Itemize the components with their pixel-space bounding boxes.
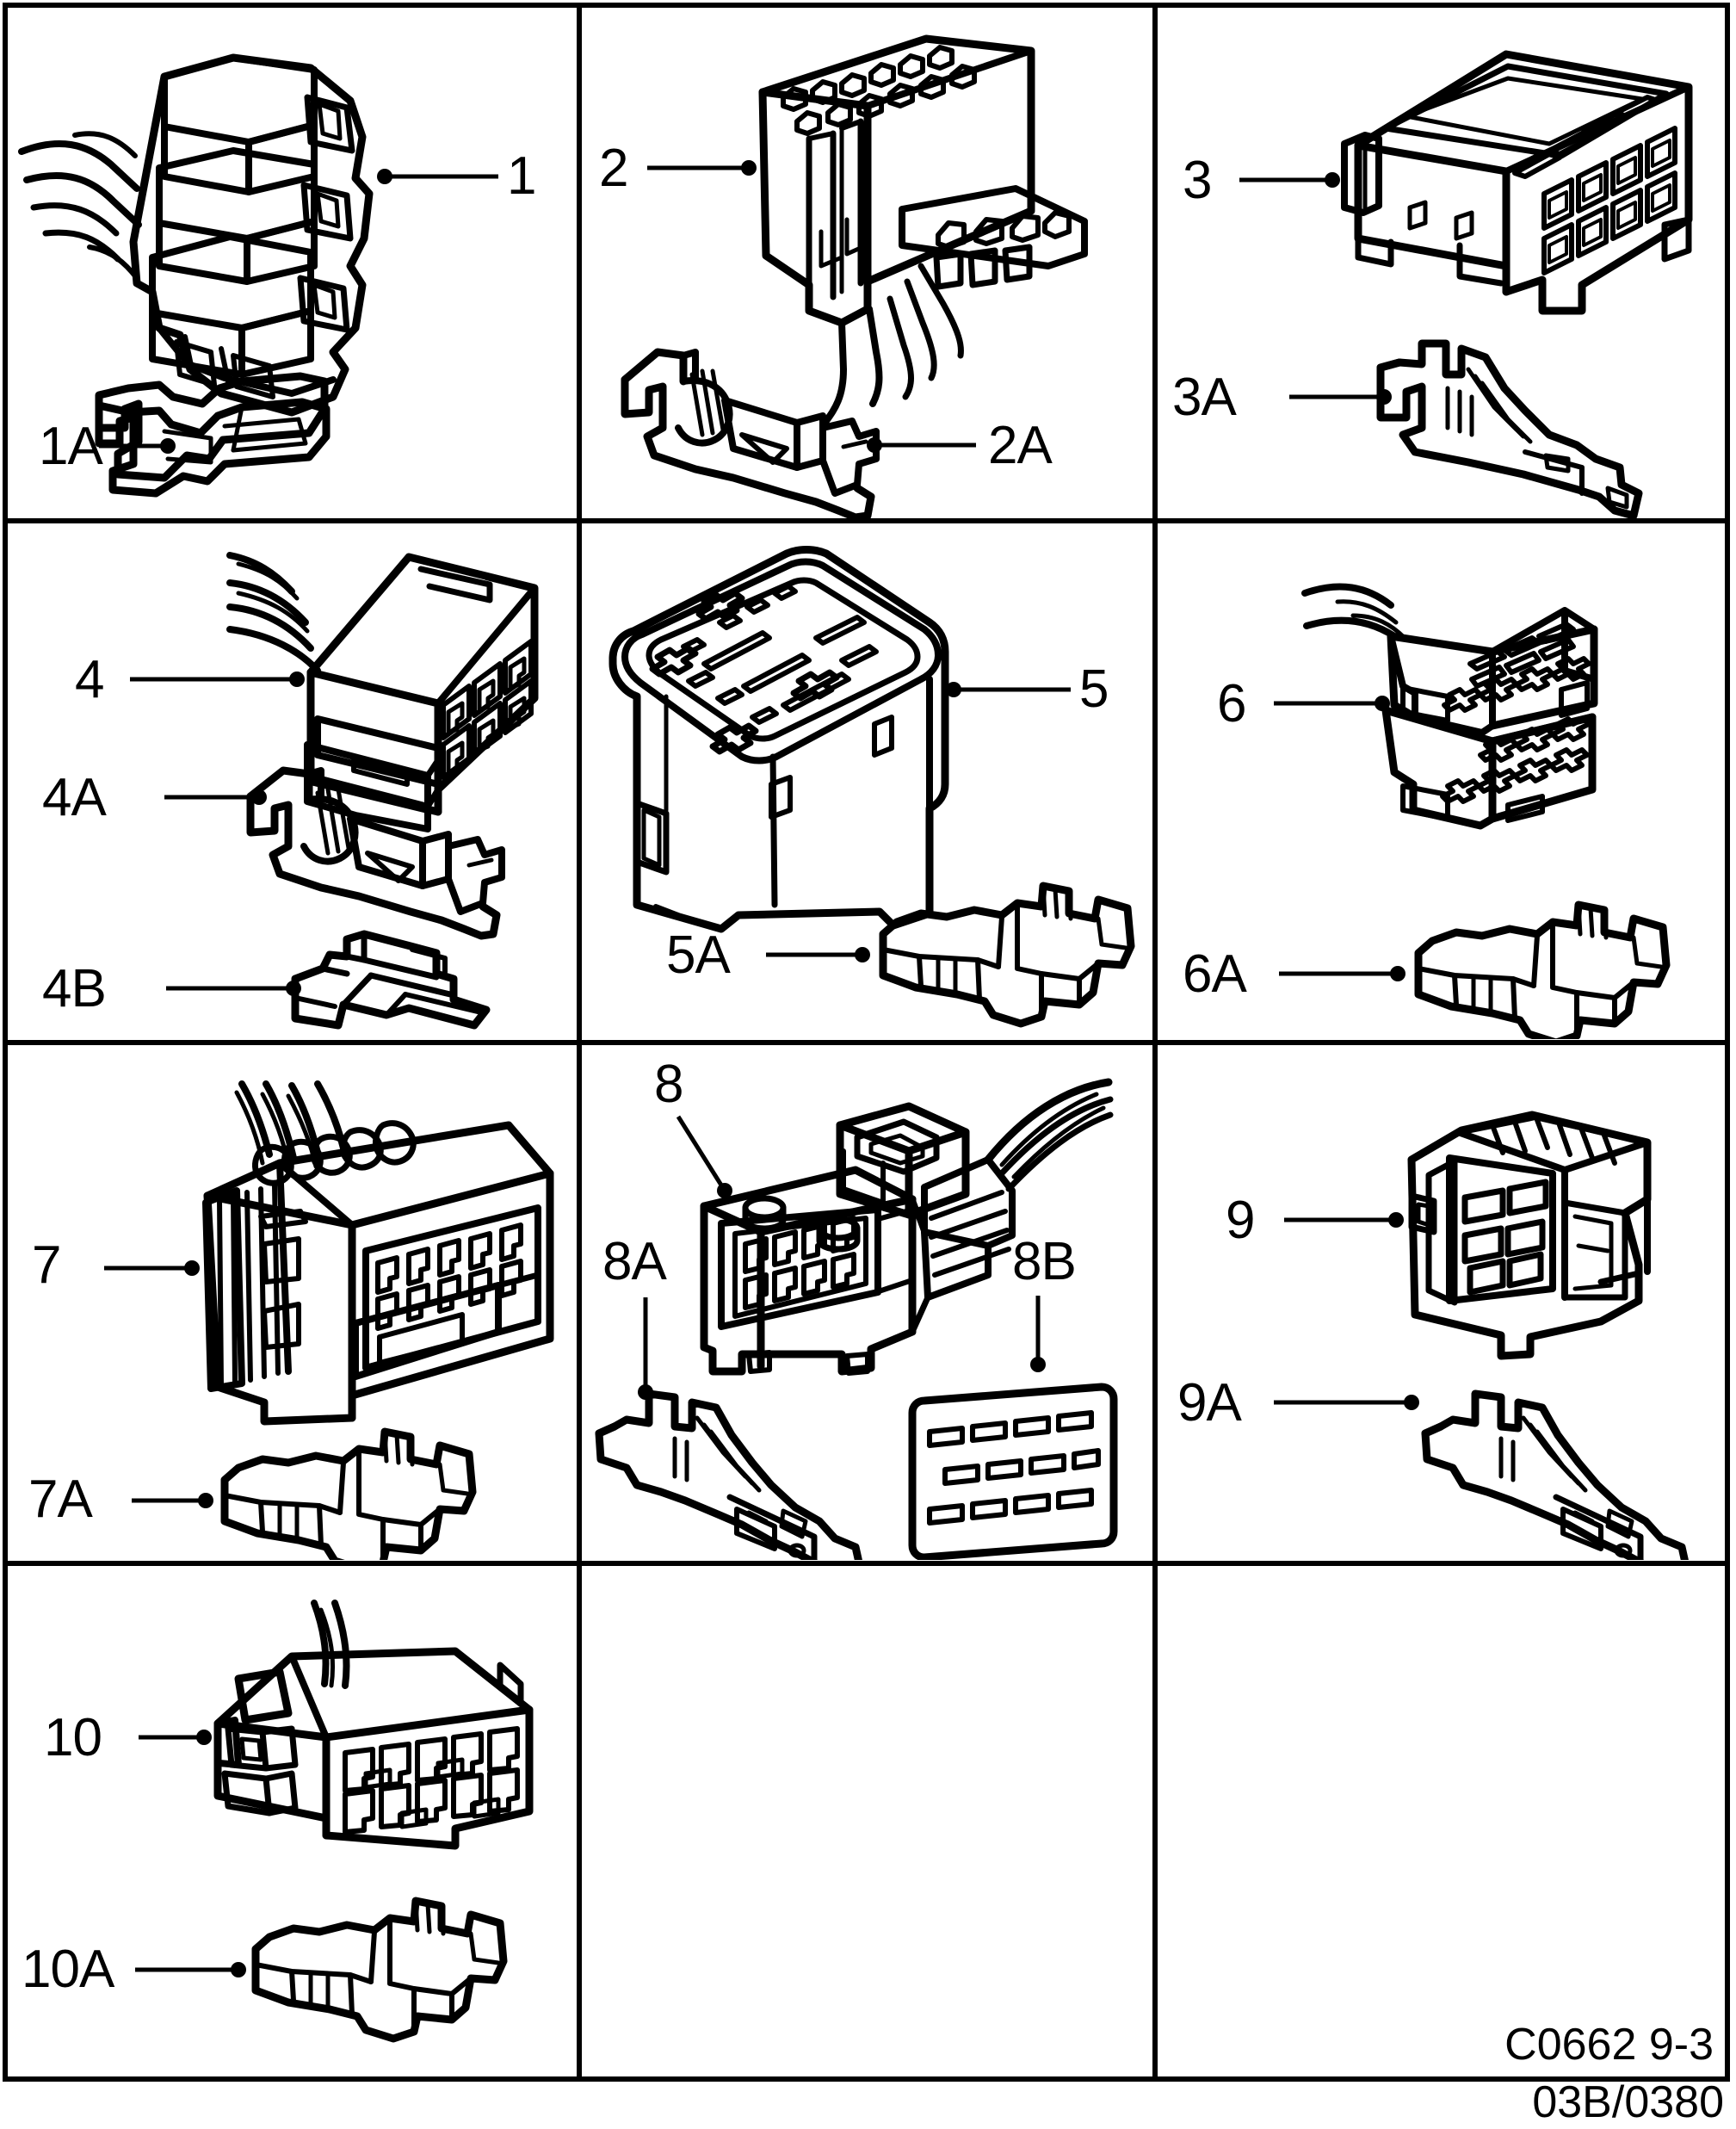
leader-dot-5 <box>946 682 961 697</box>
part-label-8a: 8A <box>602 1232 667 1291</box>
cell-row4-col3 <box>1160 1569 1727 2076</box>
cell-row2-col1: 4 4A 4B <box>8 526 577 1039</box>
grid-divider-horizontal-1 <box>3 518 1730 523</box>
part-label-3a: 3A <box>1172 368 1237 427</box>
leader-dot-4 <box>289 672 305 687</box>
reference-code: C0662 9-3 <box>1504 2020 1714 2070</box>
part-label-3: 3 <box>1183 151 1212 210</box>
part-label-4a: 4A <box>42 768 107 827</box>
leader-dot-6a <box>1390 966 1405 981</box>
cell-row4-col1: 10 10A <box>8 1569 577 2076</box>
leader-dot-1 <box>377 169 392 184</box>
part-label-1a: 1A <box>39 417 103 476</box>
leader-dot-3 <box>1325 172 1340 188</box>
leader-dot-10 <box>196 1730 212 1745</box>
leader-dot-1a <box>160 438 176 454</box>
leader-dot-3a <box>1376 389 1392 405</box>
part-label-6: 6 <box>1217 674 1246 733</box>
part-label-7a: 7A <box>28 1470 93 1529</box>
leader-dot-4a <box>251 789 267 805</box>
cell-row3-col1: 7 7A <box>8 1048 577 1560</box>
cell-row3-col3: 9 9A <box>1160 1048 1727 1560</box>
leader-dot-2 <box>741 160 757 176</box>
leader-line-8 <box>676 1115 727 1192</box>
leader-dot-7a <box>198 1493 213 1508</box>
part-label-4b: 4B <box>42 959 107 1018</box>
cell-row2-col3: 6 6A <box>1160 526 1727 1039</box>
cell-row1-col2: 2 2A <box>584 8 1151 518</box>
part-label-7: 7 <box>32 1235 61 1295</box>
grid-divider-horizontal-2 <box>3 1040 1730 1045</box>
leader-dot-9a <box>1404 1395 1419 1410</box>
leader-dot-10a <box>231 1962 246 1977</box>
leader-dot-8b <box>1030 1357 1046 1372</box>
cell-row3-col2: 8 8A 8B <box>584 1048 1151 1560</box>
part-label-2: 2 <box>599 139 628 198</box>
leader-dot-4b <box>286 981 301 996</box>
leader-dot-8 <box>717 1183 732 1198</box>
plate-code: 03B/0380 <box>1532 2077 1724 2127</box>
grid-divider-horizontal-3 <box>3 1561 1730 1566</box>
part-label-6a: 6A <box>1183 944 1247 1004</box>
leader-dot-2a <box>867 437 882 453</box>
part-label-10: 10 <box>44 1708 102 1767</box>
part-label-9: 9 <box>1226 1191 1255 1250</box>
leader-dot-6 <box>1375 696 1390 711</box>
part-label-2a: 2A <box>988 416 1053 475</box>
leader-dot-8a <box>638 1384 653 1400</box>
part-label-10a: 10A <box>22 1940 114 1999</box>
part-label-8b: 8B <box>1012 1232 1077 1291</box>
cell-row1-col1: 1 1A <box>8 8 577 518</box>
cell-row4-col2 <box>584 1569 1151 2076</box>
part-label-9a: 9A <box>1177 1373 1242 1433</box>
part-label-5: 5 <box>1079 659 1109 719</box>
leader-dot-5a <box>855 947 870 962</box>
cell-row1-col3: 3 3A <box>1160 8 1727 518</box>
leader-dot-9 <box>1388 1212 1404 1228</box>
leader-dot-7 <box>184 1260 200 1276</box>
part-label-1: 1 <box>507 146 536 206</box>
part-label-5a: 5A <box>666 925 731 985</box>
cell-row2-col2: 5 5A <box>584 526 1151 1039</box>
part-label-8: 8 <box>654 1055 683 1114</box>
part-label-4: 4 <box>75 650 104 709</box>
